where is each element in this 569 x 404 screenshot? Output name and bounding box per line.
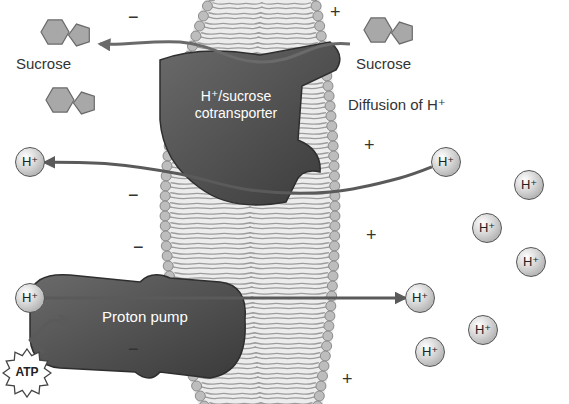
sucrose-molecule — [364, 18, 412, 44]
proton-ion: H⁺ — [15, 147, 45, 177]
ion-label: H⁺ — [22, 155, 38, 170]
molecule-label: Sucrose — [356, 56, 411, 73]
proton-ion: H⁺ — [472, 213, 502, 243]
ion-label: H⁺ — [22, 291, 38, 306]
charge-sign: + — [330, 3, 341, 23]
molecule-label: Sucrose — [16, 56, 71, 73]
ion-label: H⁺ — [412, 291, 428, 306]
atp-starburst: ATP — [2, 348, 52, 398]
proton-pump-protein — [30, 275, 245, 378]
ion-label: H⁺ — [475, 323, 491, 338]
process-label: Diffusion of H⁺ — [348, 97, 446, 114]
charge-sign: − — [128, 186, 139, 206]
cotransporter-label-box: H⁺/sucrose cotransporter — [180, 86, 292, 123]
proton-ion: H⁺ — [468, 315, 498, 345]
proton-ion: H⁺ — [431, 147, 461, 177]
ion-label: H⁺ — [523, 255, 539, 270]
proton-ion: H⁺ — [514, 170, 544, 200]
proton-ion: H⁺ — [516, 247, 546, 277]
sucrose-molecule — [41, 20, 89, 46]
proton-ion: H⁺ — [15, 283, 45, 313]
pump-label-box: Proton pump — [70, 306, 220, 328]
ion-flow-arrow — [45, 297, 405, 300]
charge-sign: + — [366, 226, 377, 246]
sucrose-arrow — [100, 42, 350, 62]
charge-sign: − — [133, 238, 144, 258]
proton-ion: H⁺ — [415, 337, 445, 367]
ion-label: H⁺ — [422, 345, 438, 360]
charge-sign: − — [128, 8, 139, 28]
charge-sign: + — [342, 370, 353, 390]
charge-sign: − — [128, 340, 139, 360]
cotransporter-protein — [160, 42, 340, 205]
protein-name: H⁺/sucrose cotransporter — [184, 88, 288, 120]
sucrose-molecule — [46, 88, 94, 114]
atp-label: ATP — [15, 366, 38, 380]
energy-arrow — [30, 320, 70, 353]
charge-sign: + — [364, 136, 375, 156]
ion-label: H⁺ — [438, 155, 454, 170]
ion-flow-arrow — [45, 162, 432, 193]
ion-label: H⁺ — [479, 221, 495, 236]
ion-label: H⁺ — [521, 178, 537, 193]
protein-name: Proton pump — [102, 308, 188, 325]
proton-ion: H⁺ — [405, 283, 435, 313]
